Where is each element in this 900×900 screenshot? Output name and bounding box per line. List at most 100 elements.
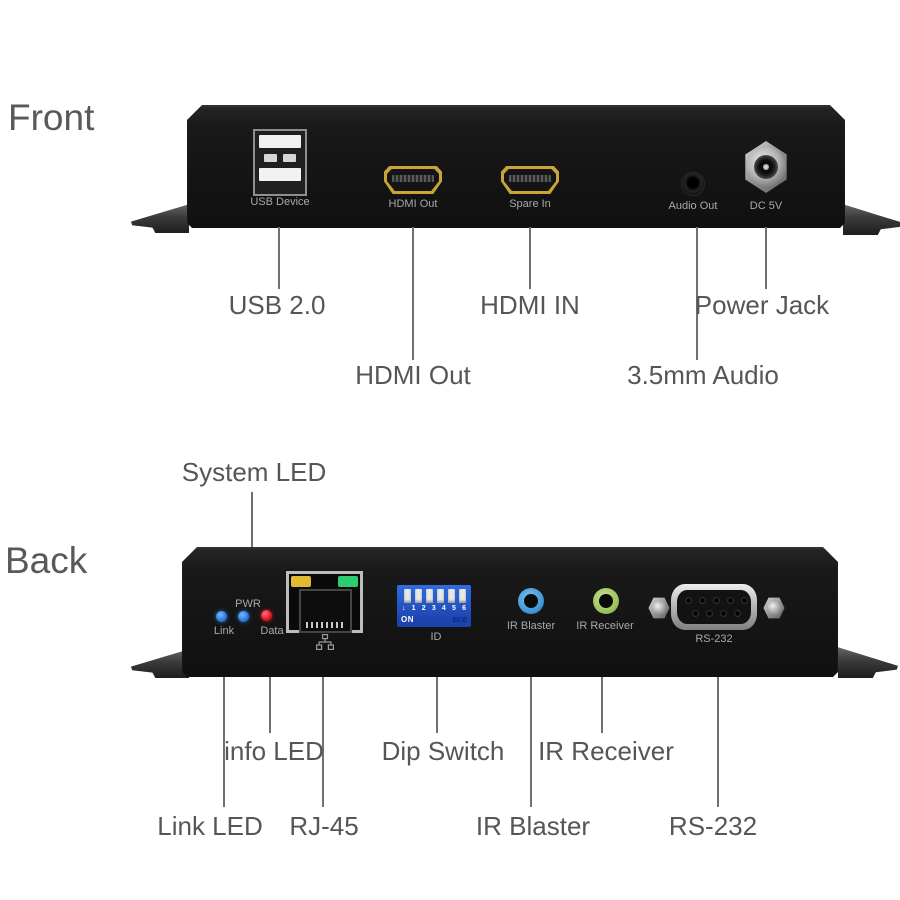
rs232-pin-9 xyxy=(734,610,741,617)
data-led xyxy=(261,610,272,621)
audio-out-jack xyxy=(682,173,704,195)
rs232-port xyxy=(671,584,757,630)
audio-out-label: Audio Out xyxy=(668,200,718,212)
rs232-pin-5 xyxy=(741,597,748,604)
leader-line-rs232 xyxy=(717,677,719,807)
hdmi-out-slot xyxy=(392,175,434,182)
ir-blaster-hole xyxy=(524,594,538,608)
leader-line-hdmi-out xyxy=(412,227,414,360)
back-left-mounting-ear xyxy=(131,649,189,678)
rs232-screw-left xyxy=(648,597,670,619)
dip-numbers: ↓ 1 2 3 4 5 6 xyxy=(397,605,471,612)
dip-id-label: ID xyxy=(430,631,442,643)
rs232-screw-right-cap xyxy=(767,601,781,615)
dip-on-label: ON xyxy=(401,615,414,624)
hdmi-out-port xyxy=(384,166,442,194)
front-panel: USB Device HDMI Out Spare In Audio Out D… xyxy=(187,105,845,228)
rs232-pin-1 xyxy=(685,597,692,604)
leader-line-rj45 xyxy=(322,677,324,807)
callout-dip-switch: Dip Switch xyxy=(381,736,505,766)
leader-line-hdmi-in xyxy=(529,227,531,289)
usb-contact-right xyxy=(283,154,296,162)
callout-link-led: Link LED xyxy=(157,811,263,841)
dip-switch-2 xyxy=(415,589,422,603)
callout-rj45: RJ-45 xyxy=(289,811,359,841)
callout-usb: USB 2.0 xyxy=(228,290,326,320)
ir-blaster-port-label: IR Blaster xyxy=(506,620,556,632)
callout-ir-receiver: IR Receiver xyxy=(538,736,674,766)
pwr-led xyxy=(238,611,249,622)
dip-brand-logo: ECE xyxy=(452,617,467,624)
leader-line-link-led xyxy=(223,677,225,807)
dip-num-2: 2 xyxy=(421,605,426,612)
callout-system-led: System LED xyxy=(181,457,327,487)
ir-receiver-port-label: IR Receiver xyxy=(576,620,634,632)
usb-tongue-bottom xyxy=(259,168,301,181)
leader-line-dip xyxy=(436,677,438,733)
dip-num-1: 1 xyxy=(411,605,416,612)
leader-line-usb xyxy=(278,227,280,289)
dip-switch-5 xyxy=(448,589,455,603)
usb-port-label: USB Device xyxy=(250,196,310,208)
spare-in-port-label: Spare In xyxy=(509,198,551,210)
callout-audio: 3.5mm Audio xyxy=(627,360,779,390)
callout-power: Power Jack xyxy=(694,290,830,320)
link-led-label: Link xyxy=(213,625,235,637)
rj45-contacts xyxy=(306,622,345,628)
rs232-dshape xyxy=(677,590,751,624)
leader-line-ir-receiver xyxy=(601,677,603,733)
dip-arrow: ↓ xyxy=(402,605,406,612)
rs232-pin-4 xyxy=(727,597,734,604)
rj45-port xyxy=(286,571,363,633)
callout-ir-blaster: IR Blaster xyxy=(475,811,591,841)
front-right-mounting-ear xyxy=(843,203,900,235)
callout-info-led: info LED xyxy=(224,736,324,766)
rs232-pin-7 xyxy=(706,610,713,617)
rs232-port-label: RS-232 xyxy=(695,633,733,645)
front-heading: Front xyxy=(8,97,95,138)
leader-line-audio xyxy=(696,227,698,360)
rj45-green-led xyxy=(338,576,358,587)
callout-rs232: RS-232 xyxy=(668,811,758,841)
spare-in-port xyxy=(501,166,559,194)
dip-switch: ↓ 1 2 3 4 5 6 ON ECE xyxy=(397,585,471,627)
rs232-screw-left-cap xyxy=(652,601,666,615)
ir-receiver-hole xyxy=(599,594,613,608)
dc-power-jack xyxy=(743,141,789,193)
rs232-screw-right xyxy=(763,597,785,619)
rs232-pin-8 xyxy=(720,610,727,617)
back-panel: PWR Link Data xyxy=(182,547,838,677)
leader-line-power xyxy=(765,227,767,289)
rs232-pin-3 xyxy=(713,597,720,604)
usb-tongue-top xyxy=(259,135,301,148)
rs232-pin-2 xyxy=(699,597,706,604)
dip-num-4: 4 xyxy=(441,605,446,612)
usb-contact-left xyxy=(264,154,277,162)
ir-blaster-jack xyxy=(518,588,544,614)
dip-switch-1 xyxy=(404,589,411,603)
dip-num-6: 6 xyxy=(462,605,466,612)
back-heading: Back xyxy=(5,540,88,581)
rj45-yellow-led xyxy=(291,576,311,587)
link-led xyxy=(216,611,227,622)
dip-switch-3 xyxy=(426,589,433,603)
rs232-pin-6 xyxy=(692,610,699,617)
leader-line-info-led xyxy=(269,677,271,733)
leader-line-ir-blaster xyxy=(530,677,532,807)
spare-in-slot xyxy=(509,175,551,182)
data-led-label: Data xyxy=(260,625,284,637)
leader-line-system-led xyxy=(251,492,253,547)
callout-hdmi-out: HDMI Out xyxy=(355,360,471,390)
front-left-mounting-ear xyxy=(131,204,189,233)
dc-center-pin xyxy=(763,164,769,170)
hdmi-out-port-label: HDMI Out xyxy=(388,198,438,210)
ethernet-icon xyxy=(316,634,334,651)
pwr-led-label: PWR xyxy=(235,598,261,610)
dip-num-3: 3 xyxy=(431,605,436,612)
usb-port xyxy=(253,129,307,196)
dip-num-5: 5 xyxy=(451,605,456,612)
callout-hdmi-in: HDMI IN xyxy=(480,290,580,320)
ir-receiver-jack xyxy=(593,588,619,614)
dip-switch-6 xyxy=(459,589,466,603)
